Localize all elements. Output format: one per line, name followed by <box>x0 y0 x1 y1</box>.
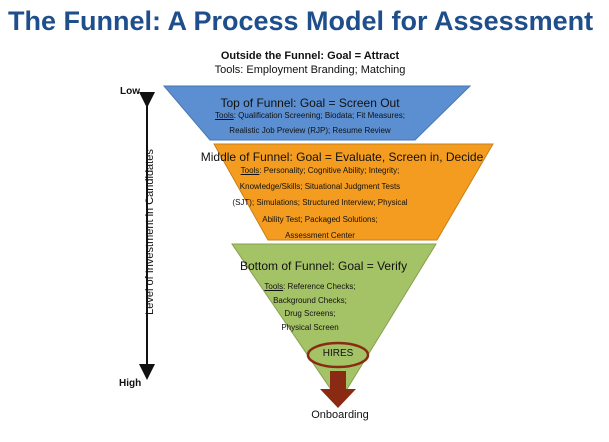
bottom-tools-line: Drug Screens; <box>284 309 336 318</box>
bottom-tools-label: Tools <box>264 282 284 291</box>
axis-high-label: High <box>119 378 142 389</box>
middle-of-funnel-segment <box>213 143 494 241</box>
middle-tools-line: : Personality; Cognitive Ability; Integr… <box>259 166 400 175</box>
top-stage-title: Top of Funnel: Goal = Screen Out <box>220 96 400 110</box>
outside-funnel-tools: Tools: Employment Branding; Matching <box>214 64 406 76</box>
bottom-tools-line: Background Checks; <box>273 295 347 305</box>
middle-tools-label: Tools <box>240 166 260 175</box>
hires-ring <box>306 341 370 369</box>
axis-title: Level of Investment in Candidates <box>144 149 156 315</box>
middle-stage-tools: Tools: Personality; Cognitive Ability; I… <box>220 163 420 244</box>
middle-stage-title: Middle of Funnel: Goal = Evaluate, Scree… <box>200 150 484 164</box>
page-title: The Funnel: A Process Model for Assessme… <box>8 6 594 36</box>
bottom-stage-title: Bottom of Funnel: Goal = Verify <box>240 259 408 273</box>
bottom-tools-line: Physical Screen <box>281 322 339 332</box>
top-tools-line: Realistic Job Preview (RJP); Resume Revi… <box>229 126 391 135</box>
middle-tools-line: Knowledge/Skills; Situational Judgment T… <box>239 182 401 192</box>
middle-tools-line: Ability Test; Packaged Solutions; <box>262 214 378 224</box>
top-stage-tools: Tools: Qualification Screening; Biodata;… <box>188 108 432 138</box>
onboarding-label: Onboarding <box>311 409 369 421</box>
top-tools-line: : Qualification Screening; Biodata; Fit … <box>233 111 405 120</box>
hires-label: HIRES <box>322 348 354 359</box>
axis-low-label: Low <box>120 86 140 97</box>
top-tools-label: Tools <box>215 111 234 120</box>
top-of-funnel-segment <box>162 85 472 141</box>
outside-funnel-goal: Outside the Funnel: Goal = Attract <box>220 50 400 62</box>
bottom-tools-line: : Reference Checks; <box>283 282 356 291</box>
middle-tools-line: Assessment Center <box>285 230 355 240</box>
middle-tools-line: (SJT); Simulations; Structured Interview… <box>232 198 408 208</box>
onboarding-arrow <box>320 371 356 408</box>
bottom-stage-tools: Tools: Reference Checks; Background Chec… <box>250 280 370 334</box>
